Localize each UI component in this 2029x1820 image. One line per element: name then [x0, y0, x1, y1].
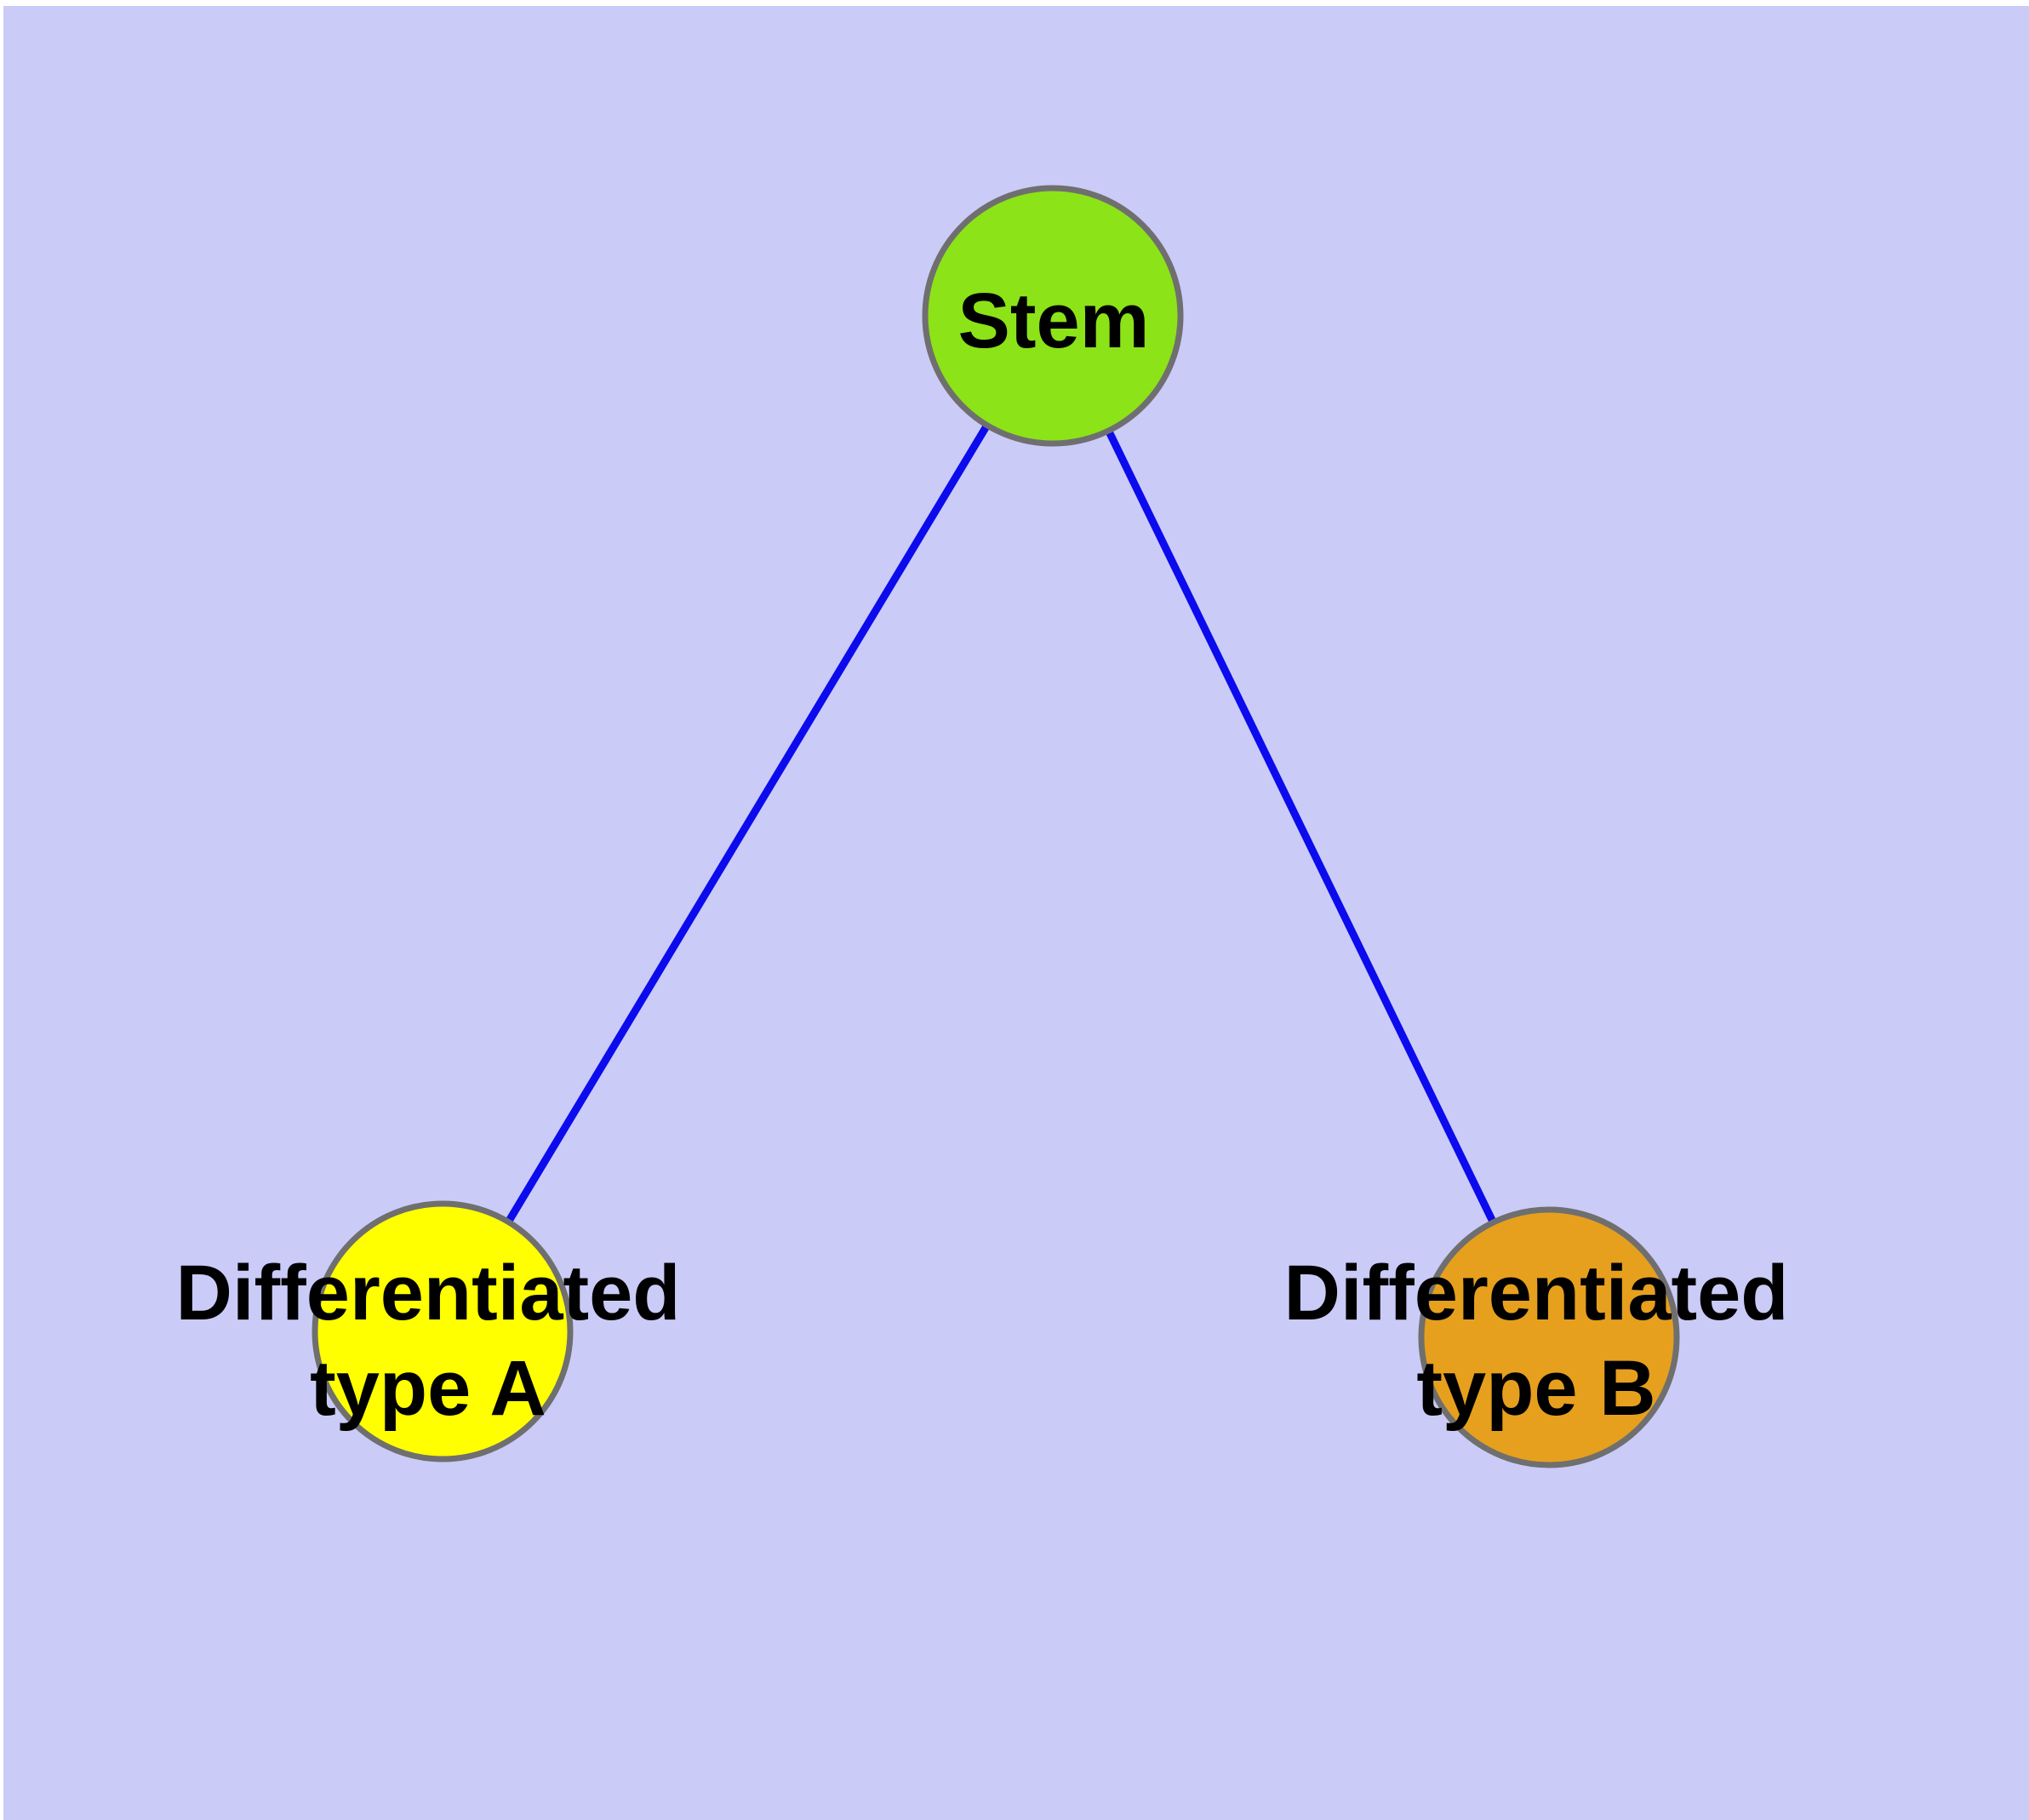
node-stem[interactable]: Stem: [922, 185, 1184, 447]
node-stem-label: Stem: [958, 278, 1150, 364]
node-type-a-label-line2: type A: [310, 1345, 546, 1432]
node-differentiated-type-b[interactable]: Differentiated type B: [1284, 1206, 1789, 1468]
node-type-b-circle[interactable]: [1418, 1206, 1680, 1468]
node-type-b-label-line2: type B: [1416, 1345, 1655, 1432]
edge-layer: [439, 313, 1553, 1339]
node-stem-circle[interactable]: [922, 185, 1184, 447]
edge-stem-to-type-a: [439, 313, 1056, 1334]
node-type-a-circle[interactable]: [311, 1200, 574, 1462]
edge-stem-to-type-b: [1049, 314, 1553, 1339]
node-type-b-label-line1: Differentiated: [1284, 1250, 1789, 1336]
node-type-a-label-line1: Differentiated: [176, 1250, 681, 1336]
node-differentiated-type-a[interactable]: Differentiated type A: [176, 1200, 681, 1462]
